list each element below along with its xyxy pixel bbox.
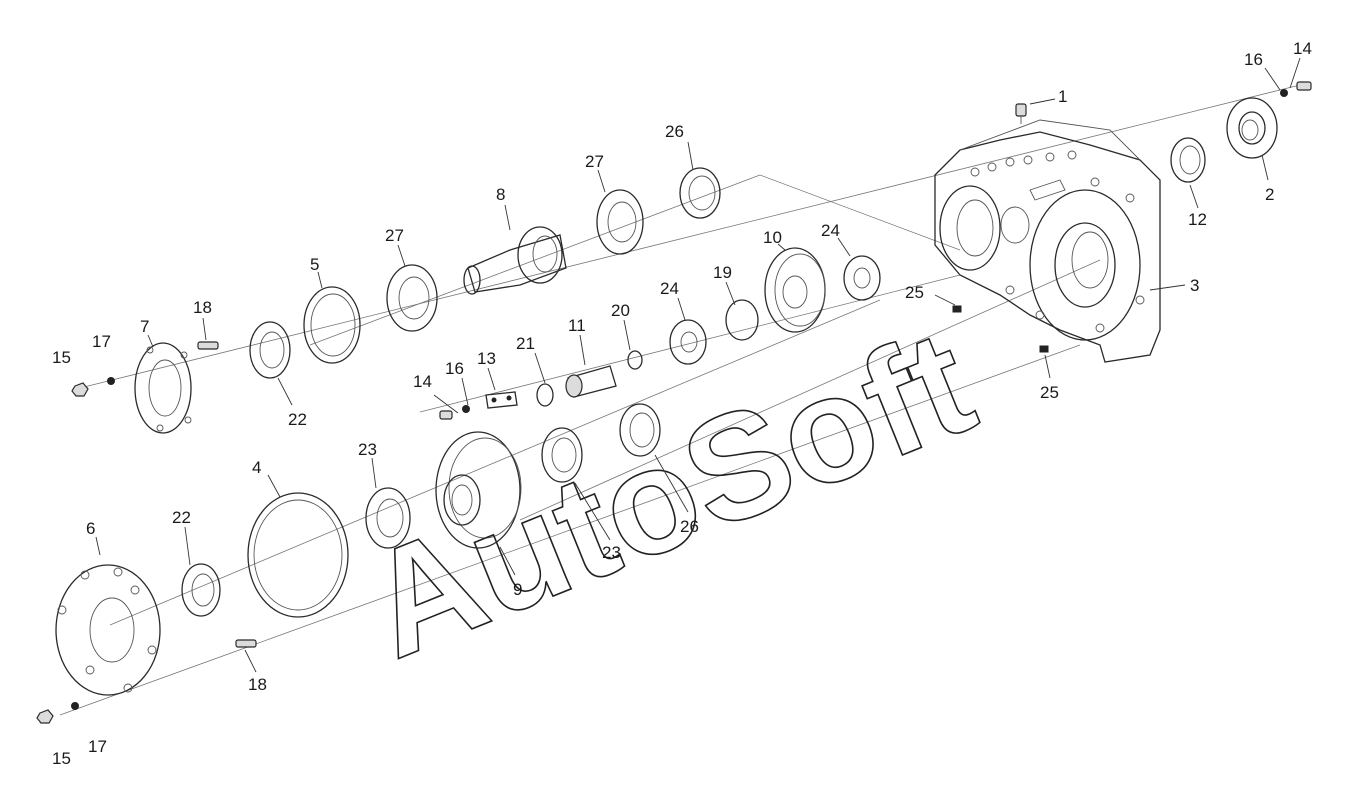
callout-5: 5 — [310, 255, 319, 274]
bearing-27-right — [596, 189, 644, 255]
pin-shaft-11 — [565, 365, 617, 398]
watermark-text: AutoSoft — [344, 297, 994, 690]
stud-18-bottom — [235, 639, 257, 648]
bearing-26-top — [679, 167, 721, 219]
callout-26-top: 26 — [665, 122, 684, 141]
callout-22-bottom: 22 — [172, 508, 191, 527]
callout-10: 10 — [763, 228, 782, 247]
callout-6: 6 — [86, 519, 95, 538]
assembly-axes — [59, 84, 1301, 716]
washer-17-bottom — [71, 702, 79, 710]
spacer-ring — [1170, 137, 1206, 183]
stud-18-top — [197, 341, 219, 350]
callout-25-lower: 25 — [1040, 383, 1059, 402]
callout-11: 11 — [568, 316, 586, 335]
callout-17-bottom: 17 — [88, 737, 107, 756]
callout-15-top: 15 — [52, 348, 71, 367]
callout-24-right: 24 — [821, 221, 840, 240]
callout-27-left: 27 — [385, 226, 404, 245]
callout-12: 12 — [1188, 210, 1207, 229]
dowel-25-upper — [952, 305, 962, 313]
callout-25-upper: 25 — [905, 283, 924, 302]
bearing-24-right — [843, 255, 881, 301]
callout-labels: 1 2 3 4 5 6 7 8 9 10 11 12 13 14 14 15 1… — [52, 39, 1312, 768]
ring-20 — [627, 350, 643, 370]
gear-10 — [764, 247, 826, 333]
callout-26-bottom: 26 — [680, 517, 699, 536]
callout-14-middle: 14 — [413, 372, 432, 391]
callout-23-right: 23 — [602, 543, 621, 562]
washer-17-top — [107, 377, 115, 385]
bearing-23-left — [365, 487, 411, 549]
callout-21: 21 — [516, 334, 535, 353]
seal-22-top — [249, 321, 291, 379]
cover-flange-7 — [134, 342, 192, 434]
callout-7: 7 — [140, 317, 149, 336]
breather-plug — [1015, 103, 1027, 124]
bearing-cover — [1226, 97, 1278, 159]
gear-9 — [435, 431, 522, 549]
callout-22-top: 22 — [288, 410, 307, 429]
callout-13: 13 — [477, 349, 496, 368]
callout-18-bottom: 18 — [248, 675, 267, 694]
shaft-8 — [463, 226, 567, 295]
callout-23-left: 23 — [358, 440, 377, 459]
gearbox-housing — [934, 119, 1161, 363]
callout-4: 4 — [252, 458, 261, 477]
bolt-middle — [439, 405, 470, 420]
cover-6 — [55, 564, 161, 696]
callout-16-middle: 16 — [445, 359, 464, 378]
gasket-5 — [303, 286, 361, 364]
locking-plate — [485, 391, 518, 409]
bearing-27-left — [386, 264, 438, 332]
callout-27-right: 27 — [585, 152, 604, 171]
callout-3: 3 — [1190, 276, 1199, 295]
gasket-4 — [247, 492, 349, 618]
bearing-24-left — [669, 319, 707, 365]
callout-17-top: 17 — [92, 332, 111, 351]
callout-14-top: 14 — [1293, 39, 1312, 58]
callout-19: 19 — [713, 263, 732, 282]
bolt-top-right — [1280, 81, 1312, 97]
spacer-19 — [725, 299, 759, 341]
callout-18-top: 18 — [193, 298, 212, 317]
nut-15-top — [71, 382, 89, 397]
callout-8: 8 — [496, 185, 505, 204]
bearing-26-bottom — [619, 403, 661, 457]
bearing-23-right — [541, 427, 583, 483]
callout-2: 2 — [1265, 185, 1274, 204]
dowel-25-lower — [1039, 345, 1049, 353]
callout-20: 20 — [611, 301, 630, 320]
seal-22-bottom — [181, 563, 221, 617]
leader-lines — [95, 57, 1301, 673]
callout-9: 9 — [513, 580, 522, 599]
callout-24-left: 24 — [660, 279, 679, 298]
nut-15-bottom — [36, 709, 54, 724]
callout-16-top: 16 — [1244, 50, 1263, 69]
callout-1: 1 — [1058, 87, 1067, 106]
callout-15-bottom: 15 — [52, 749, 71, 768]
circlip-21 — [536, 383, 554, 407]
